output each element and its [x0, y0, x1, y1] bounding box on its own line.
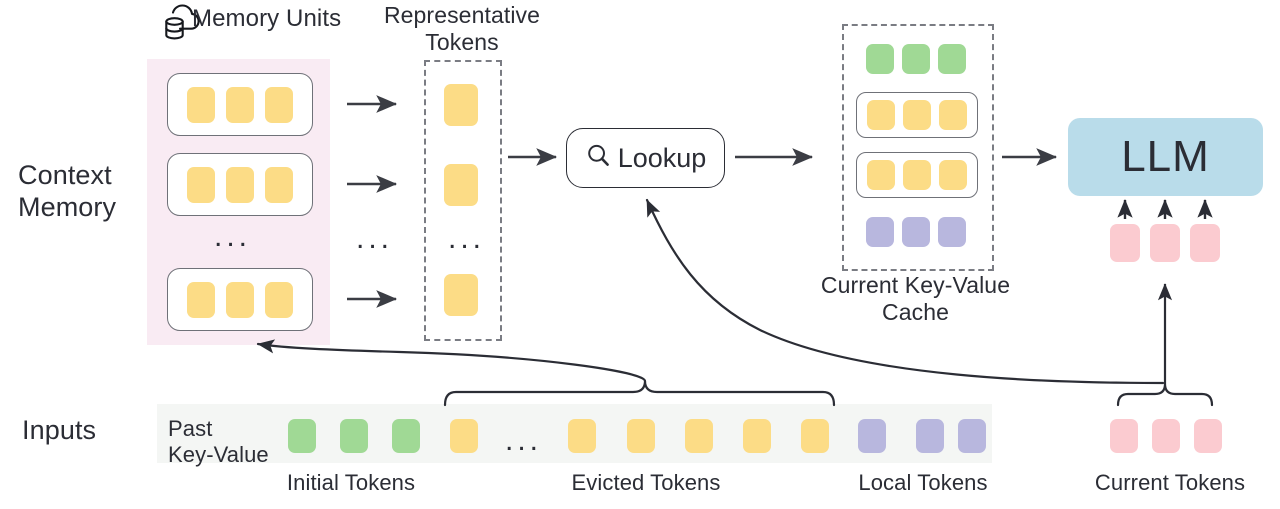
kv-token [866, 44, 894, 74]
kv-token [938, 44, 966, 74]
llm-input-token-3 [1190, 224, 1220, 262]
input-token-initial-2 [340, 419, 368, 453]
representative-tokens-ellipsis: ... [448, 222, 486, 255]
input-token-evicted-4 [685, 419, 713, 453]
input-token-current-3 [1194, 419, 1222, 453]
input-token-local-2 [916, 419, 944, 453]
memory-token [226, 166, 254, 203]
memory-units-cloud-database-icon [160, 3, 204, 50]
representative-tokens-title: Representative Tokens [383, 2, 541, 56]
kv-token [939, 100, 967, 130]
kv-cache-row-retrieved-2 [856, 152, 978, 198]
memory-token [265, 86, 293, 123]
lookup-button[interactable]: Lookup [566, 128, 725, 188]
input-token-local-3 [958, 419, 986, 453]
input-token-evicted-3 [627, 419, 655, 453]
lookup-label: Lookup [617, 142, 707, 173]
kv-cache-row-initial [860, 41, 972, 77]
memory-token [187, 281, 215, 318]
memory-to-representative-ellipsis: ... [356, 222, 394, 255]
memory-token [265, 281, 293, 318]
current-tokens-label: Current Tokens [1094, 470, 1246, 495]
kv-token [866, 217, 894, 247]
evicted-tokens-brace [443, 380, 836, 407]
search-icon [585, 142, 612, 174]
input-token-initial-1 [288, 419, 316, 453]
input-token-current-1 [1110, 419, 1138, 453]
input-token-initial-3 [392, 419, 420, 453]
initial-tokens-label: Initial Tokens [286, 470, 416, 495]
memory-unit-3[interactable] [167, 268, 313, 331]
memory-unit-1[interactable] [167, 73, 313, 136]
inputs-row-label: Inputs [22, 415, 97, 445]
kv-token [938, 217, 966, 247]
kv-cache-row-retrieved-1 [856, 92, 978, 138]
kv-cache-row-local [860, 214, 972, 250]
llm-input-token-1 [1110, 224, 1140, 262]
kv-token [902, 44, 930, 74]
llm-label: LLM [1121, 132, 1210, 181]
input-token-evicted-2 [568, 419, 596, 453]
memory-token [226, 86, 254, 123]
representative-token-2 [444, 164, 478, 206]
kv-token [903, 100, 931, 130]
evicted-to-context-memory-arrow [256, 339, 647, 383]
context-memory-row-label: Context Memory [18, 160, 117, 222]
input-token-evicted-6 [801, 419, 829, 453]
kv-token [902, 217, 930, 247]
input-token-local-1 [858, 419, 886, 453]
representative-token-3 [444, 274, 478, 316]
past-key-value-label: Past Key-Value [168, 416, 269, 468]
memory-token [265, 166, 293, 203]
memory-token [187, 86, 215, 123]
llm-input-token-2 [1150, 224, 1180, 262]
representative-tokens-container [424, 60, 502, 341]
representative-token-1 [444, 84, 478, 126]
current-tokens-to-llm-arrows [1117, 199, 1213, 219]
input-token-current-2 [1152, 419, 1180, 453]
current-tokens-brace [1116, 383, 1214, 407]
kv-token [867, 160, 895, 190]
current-kv-cache-title: Current Key-Value Cache [820, 272, 1011, 326]
memory-token [187, 166, 215, 203]
kv-token [939, 160, 967, 190]
input-token-evicted-5 [743, 419, 771, 453]
memory-to-representative-arrows [347, 95, 398, 308]
local-tokens-label: Local Tokens [858, 470, 988, 495]
kv-token [867, 100, 895, 130]
memory-unit-2[interactable] [167, 153, 313, 216]
memory-token [226, 281, 254, 318]
memory-units-title: Memory Units [192, 5, 342, 32]
input-evicted-ellipsis: ... [505, 424, 543, 457]
kv-token [903, 160, 931, 190]
memory-units-ellipsis: ... [214, 220, 252, 253]
input-token-evicted-1 [450, 419, 478, 453]
evicted-tokens-label: Evicted Tokens [571, 470, 721, 495]
llm-box[interactable]: LLM [1068, 118, 1263, 196]
